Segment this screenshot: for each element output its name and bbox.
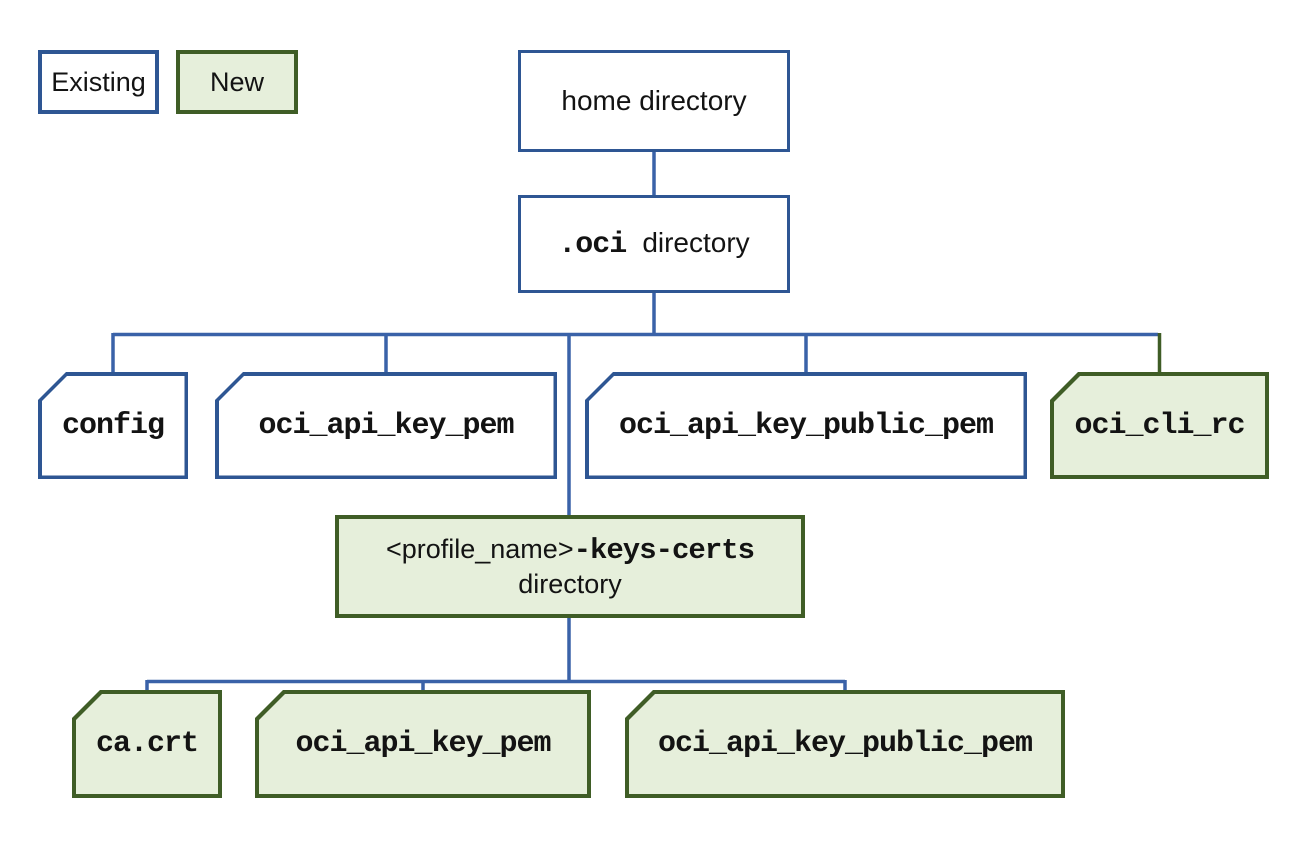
oci-directory-suffix: directory (642, 226, 750, 258)
oci-directory-name: .oci (558, 227, 627, 262)
oci-api-key-public-pem-new-label: oci_api_key_public_pem (657, 727, 1033, 761)
keys-certs-suffix: -keys-certs (573, 533, 755, 567)
node-home-directory: home directory (518, 50, 790, 152)
file-node-oci-cli-rc: oci_cli_rc (1050, 372, 1269, 479)
node-profile-keys-certs-directory: <profile_name>-keys-certs directory (335, 515, 805, 618)
file-node-oci-api-key-pem: oci_api_key_pem (215, 372, 557, 479)
legend-new-label: New (209, 66, 264, 97)
home-directory-label: home directory (561, 85, 747, 116)
file-node-oci-api-key-public-pem-new: oci_api_key_public_pem (625, 690, 1065, 798)
node-oci-directory: .oci directory (518, 195, 790, 293)
oci-api-key-public-pem-label: oci_api_key_public_pem (618, 408, 994, 443)
blue-connectors (111, 151, 1158, 693)
ca-crt-label: ca.crt (95, 727, 199, 761)
legend-existing-swatch: Existing (38, 50, 159, 114)
profile-name-placeholder: <profile_name> (385, 533, 574, 564)
file-node-ca-crt: ca.crt (72, 690, 222, 798)
legend-existing-label: Existing (51, 66, 146, 97)
file-node-config: config (38, 372, 188, 479)
oci-api-key-pem-new-label: oci_api_key_pem (295, 727, 551, 761)
legend-new-swatch: New (176, 50, 298, 114)
file-node-oci-api-key-public-pem: oci_api_key_public_pem (585, 372, 1027, 479)
oci-cli-rc-label: oci_cli_rc (1074, 408, 1245, 443)
oci-api-key-pem-label: oci_api_key_pem (258, 408, 514, 443)
profile-directory-word: directory (518, 568, 622, 599)
config-label: config (61, 408, 165, 443)
file-node-oci-api-key-pem-new: oci_api_key_pem (255, 690, 591, 798)
